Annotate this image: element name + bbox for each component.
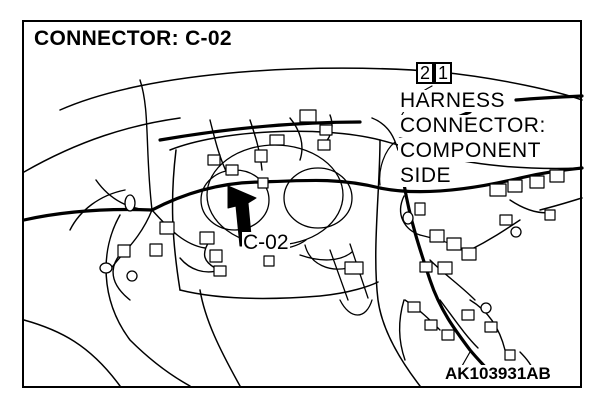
dashboard-outline [23, 67, 583, 387]
figure-code: AK103931AB [442, 365, 554, 383]
note-line-component: COMPONENT [398, 139, 543, 162]
note-line-connector: CONNECTOR: [398, 114, 548, 137]
note-line-side: SIDE [398, 164, 454, 187]
connector-pin-2: 2 [416, 62, 434, 84]
connector-pin-1: 1 [434, 62, 452, 84]
wire-clips [99, 194, 522, 314]
note-line-harness: HARNESS [398, 89, 508, 112]
connector-blocks [117, 109, 565, 361]
connector-callout-label: C-02 [242, 231, 290, 254]
diagram-title: CONNECTOR: C-02 [34, 27, 232, 50]
steering-column [329, 243, 373, 316]
diagram-frame [22, 20, 582, 388]
